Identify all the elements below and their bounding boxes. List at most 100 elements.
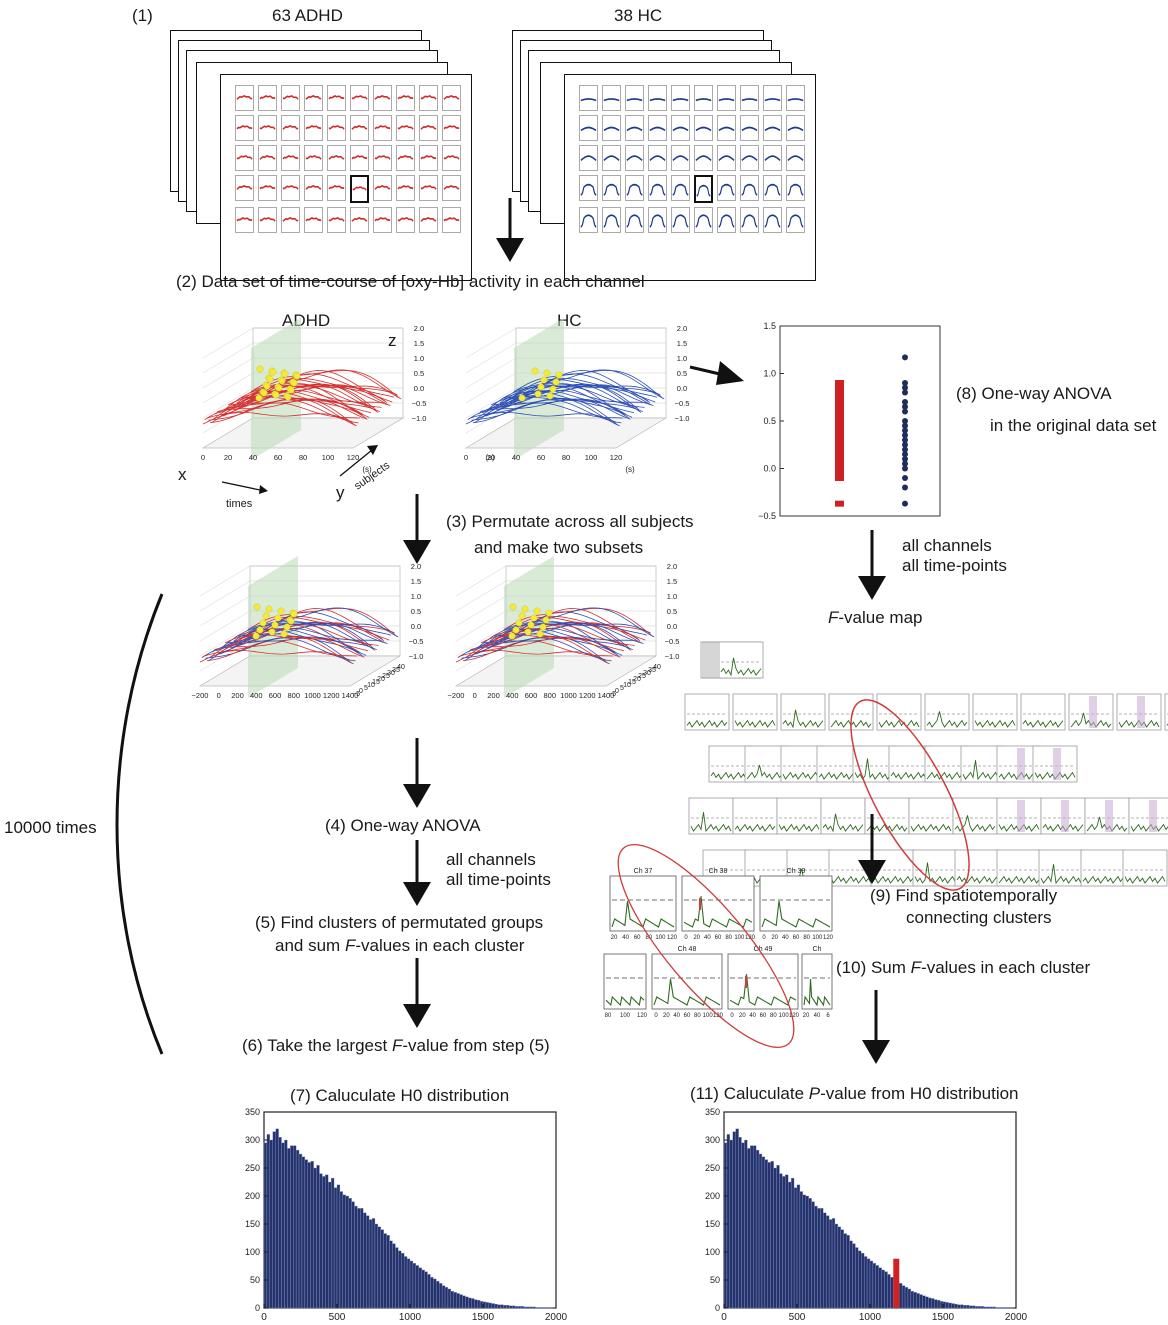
channel-trace: [305, 217, 322, 222]
histogram-bar: [957, 1304, 961, 1309]
channel-panel: [1020, 693, 1066, 731]
step5-text-b: -values in each cluster: [355, 936, 525, 955]
step10-label: (10) Sum F-values in each cluster: [836, 958, 1090, 978]
channel-trace: [397, 125, 414, 130]
channel-thumbnail: [625, 145, 644, 171]
adhd-value-mark: [835, 451, 844, 458]
channel-thumbnail: [419, 175, 438, 201]
tick-label: 120: [789, 1013, 800, 1019]
channel-trace: [626, 214, 643, 228]
channel-thumbnail: [304, 115, 323, 141]
y-tick-label: 5: [364, 685, 368, 692]
histogram-bar: [928, 1297, 932, 1309]
peak-markers: [508, 603, 553, 640]
peak-marker: [555, 371, 563, 379]
trace-line: [214, 636, 365, 658]
channel-thumbnail: [602, 145, 621, 171]
x-tick-label: 20: [487, 453, 495, 462]
channel-thumbnail: [648, 145, 667, 171]
histogram-bar: [869, 1260, 874, 1309]
histogram-bar: [310, 1161, 314, 1309]
step6-text-a: (6) Take the largest: [242, 1036, 392, 1055]
channel-thumbnail: [327, 115, 346, 141]
peak-marker: [534, 390, 542, 398]
channel-trace: [259, 95, 276, 100]
histogram-bar: [875, 1265, 879, 1309]
channel-panel: [1080, 849, 1126, 887]
channel-trace: [787, 155, 804, 162]
histogram-bar: [544, 1307, 548, 1309]
y-tick-label: −5: [352, 691, 360, 698]
channel-trace: [282, 216, 299, 222]
y-tick-label: 150: [705, 1219, 720, 1229]
histogram-bar: [773, 1167, 777, 1309]
channel-trace: [580, 155, 597, 162]
histogram-bar: [412, 1263, 417, 1309]
peak-marker: [536, 630, 544, 638]
trace-line: [229, 384, 380, 412]
trace-line: [508, 378, 660, 403]
channel-thumbnail: [327, 85, 346, 111]
channel-trace: [328, 217, 345, 222]
channel-trace: [236, 184, 253, 190]
trace-line: [510, 383, 661, 399]
f-trace: [910, 823, 952, 832]
peak-marker: [549, 385, 557, 393]
axis-z-label: z: [388, 331, 397, 350]
histogram-bar: [281, 1142, 285, 1309]
histogram-bar: [808, 1198, 812, 1309]
channel-trace: [626, 126, 643, 132]
histogram-bar: [357, 1208, 361, 1309]
channel-trace: [695, 214, 712, 228]
tick-label: 40: [814, 1013, 821, 1019]
channel-trace: [236, 94, 253, 100]
histogram-bar: [476, 1299, 481, 1309]
seconds-unit-label: (s): [485, 453, 495, 462]
channel-thumbnail: [304, 207, 323, 233]
channel-trace: [603, 126, 620, 132]
arrow-right-icon: [689, 361, 744, 385]
channel-thumbnail: [717, 85, 736, 111]
histogram-bar: [925, 1296, 929, 1309]
histogram-bar: [992, 1306, 996, 1309]
peak-marker: [524, 628, 532, 636]
adhd-value-mark: [835, 399, 844, 405]
channel-trace: [764, 98, 781, 102]
histogram-bar: [529, 1306, 533, 1309]
channel-trace: [626, 98, 643, 102]
channel-thumbnail: [258, 145, 277, 171]
channel-trace: [718, 126, 735, 132]
loop-count-label: 10000 times: [4, 818, 97, 837]
tick-label: 60: [684, 1013, 691, 1019]
f-trace: [956, 875, 998, 884]
histogram-bar: [732, 1131, 736, 1309]
channel-trace: [787, 183, 804, 196]
channel-panel: [732, 797, 778, 835]
histogram-bar: [761, 1156, 766, 1309]
z-tick-label: 2.0: [677, 324, 687, 333]
channel-thumbnail: [763, 85, 782, 111]
channel-trace: [236, 217, 253, 222]
channel-trace: [718, 155, 735, 162]
channel-trace: [351, 155, 368, 160]
histogram-bar: [758, 1153, 763, 1309]
y-tick-label: 50: [710, 1275, 720, 1285]
channel-thumbnail: [763, 207, 782, 233]
channel-thumbnail: [648, 207, 667, 233]
channel-trace: [695, 126, 712, 132]
z-tick-label: 2.0: [667, 562, 677, 571]
channel-thumbnail: [281, 175, 300, 201]
channel-thumbnail: [579, 85, 598, 111]
histogram-bar: [307, 1162, 311, 1309]
channel-thumbnail: [717, 145, 736, 171]
tick-label: 20: [803, 1013, 810, 1019]
grid-line: [202, 357, 254, 389]
histogram-bar: [269, 1139, 273, 1309]
channel-thumbnail: [304, 85, 323, 111]
histogram-bar: [424, 1271, 428, 1309]
step8-note-channels: all channels: [902, 536, 992, 555]
histogram-bar: [403, 1256, 408, 1309]
channel-trace: [236, 125, 253, 130]
